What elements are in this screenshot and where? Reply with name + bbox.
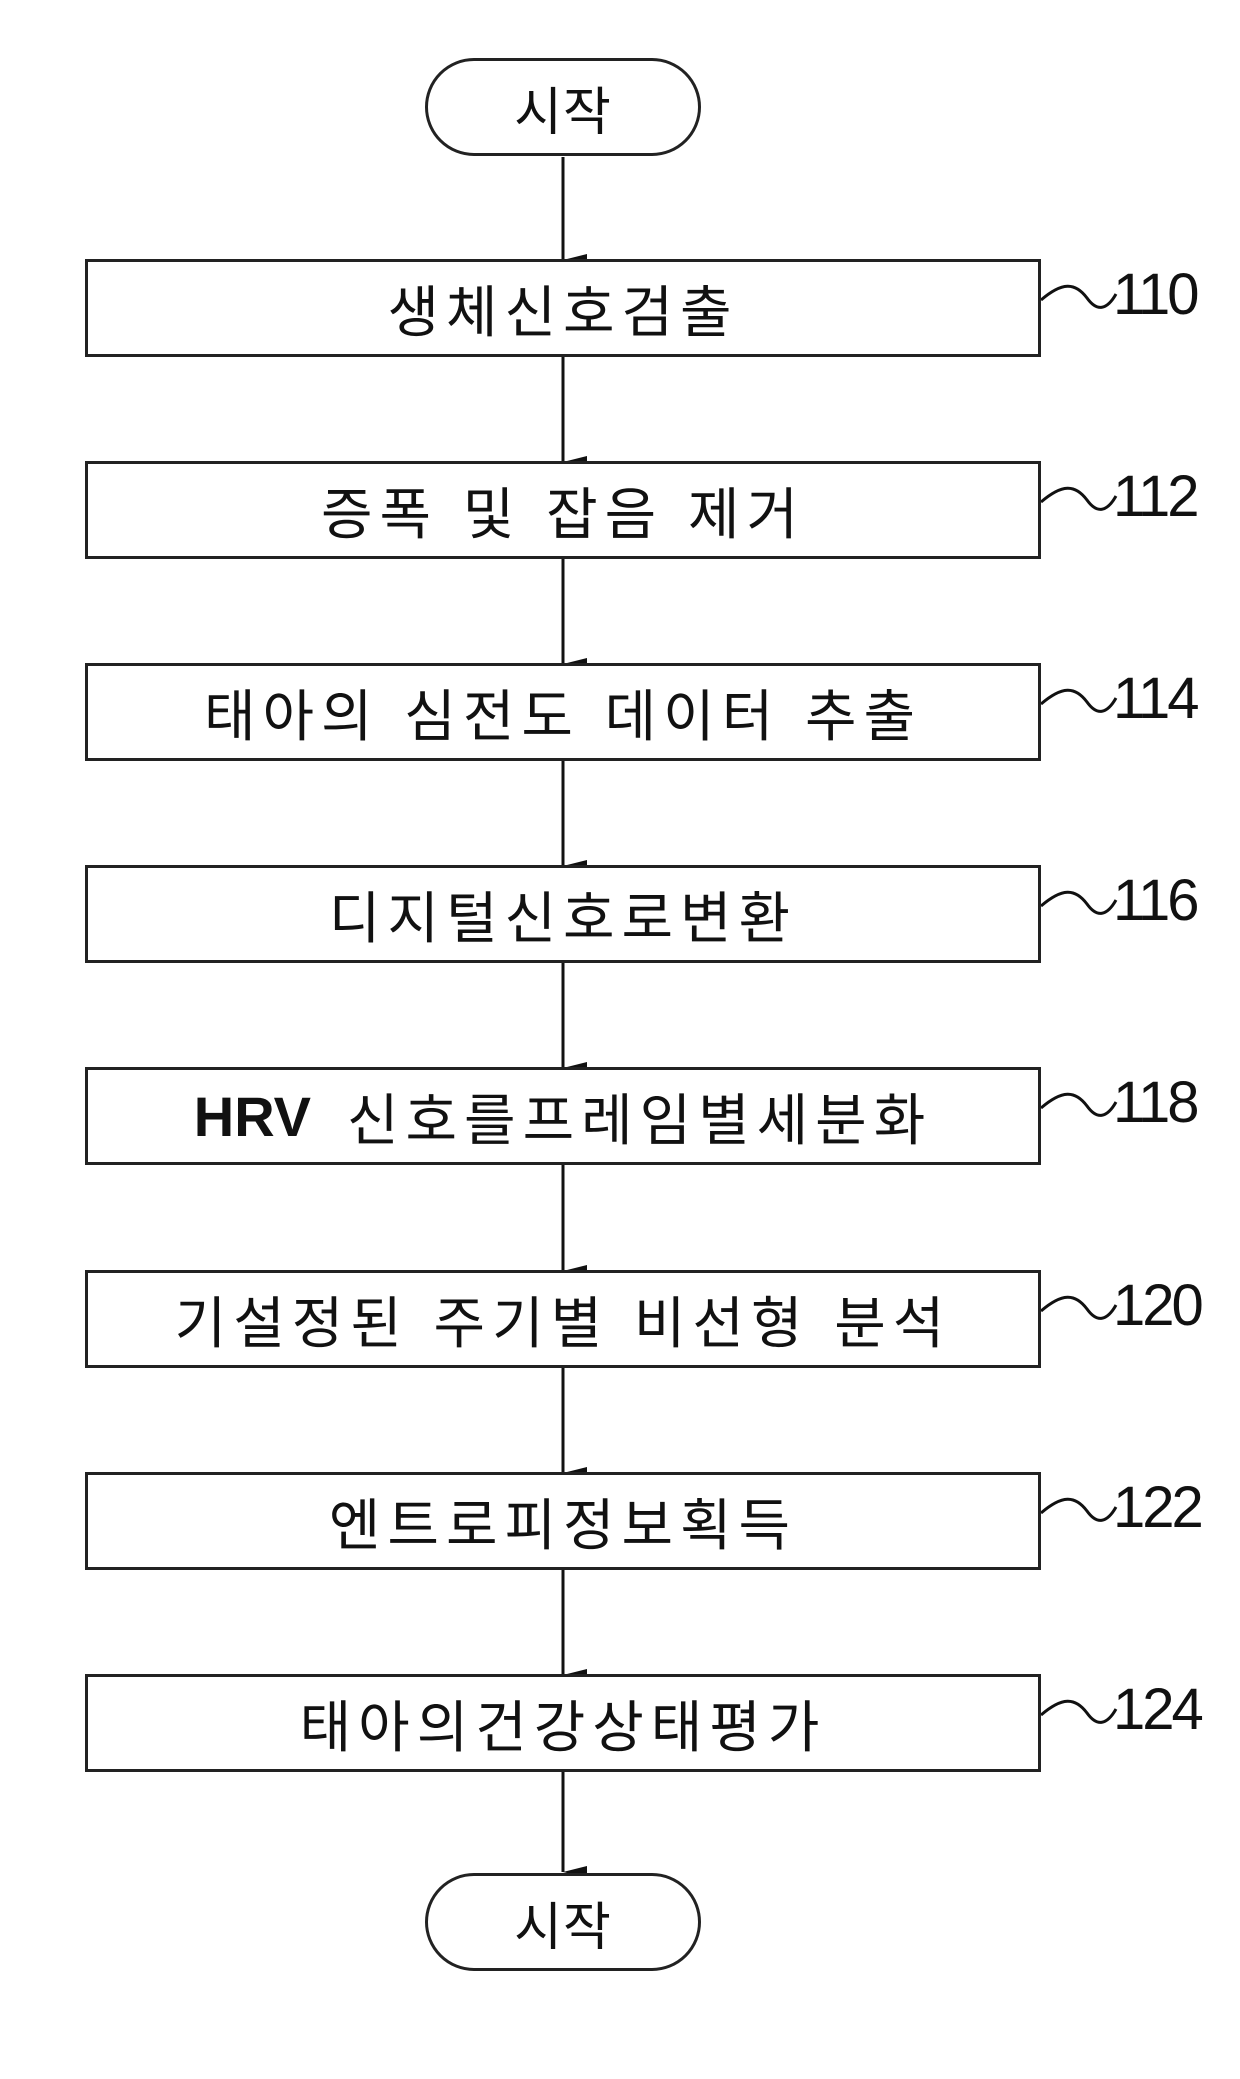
leader-line-124: [1041, 1701, 1116, 1722]
ref-120: 120: [1113, 1277, 1201, 1335]
leader-line-114: [1041, 690, 1116, 711]
leader-line-112: [1041, 488, 1116, 509]
step-116-label: 디지털신호로변환: [329, 874, 797, 955]
start-label: 시작: [514, 70, 612, 145]
step-110-box: 생체신호검출: [85, 259, 1041, 357]
step-124-label: 태아의건강상태평가: [300, 1683, 827, 1764]
leader-line-118: [1041, 1094, 1116, 1115]
ref-114: 114: [1113, 670, 1196, 728]
ref-112: 112: [1113, 468, 1196, 526]
step-122-box: 엔트로피정보획득: [85, 1472, 1041, 1570]
end-label: 시작: [514, 1885, 612, 1960]
step-118-label: 신호를프레임별세분화: [347, 1076, 932, 1157]
step-116-box: 디지털신호로변환: [85, 865, 1041, 963]
step-122-label: 엔트로피정보획득: [329, 1481, 797, 1562]
step-114-box: 태아의 심전도 데이터 추출: [85, 663, 1041, 761]
ref-116: 116: [1113, 872, 1196, 930]
step-112-label: 증폭 및 잡음 제거: [321, 470, 805, 551]
ref-124: 124: [1113, 1681, 1201, 1739]
step-118-box: HRV 신호를프레임별세분화: [85, 1067, 1041, 1165]
ref-118: 118: [1113, 1074, 1196, 1132]
leader-line-116: [1041, 892, 1116, 913]
step-120-label: 기설정된 주기별 비선형 분석: [175, 1279, 952, 1360]
ref-110: 110: [1113, 266, 1196, 324]
step-118-prefix: HRV: [194, 1084, 311, 1149]
start-terminal: 시작: [425, 58, 701, 156]
step-112-box: 증폭 및 잡음 제거: [85, 461, 1041, 559]
end-terminal: 시작: [425, 1873, 701, 1971]
leader-line-120: [1041, 1297, 1116, 1318]
ref-122: 122: [1113, 1479, 1201, 1537]
step-120-box: 기설정된 주기별 비선형 분석: [85, 1270, 1041, 1368]
leader-line-122: [1041, 1499, 1116, 1520]
step-124-box: 태아의건강상태평가: [85, 1674, 1041, 1772]
step-114-label: 태아의 심전도 데이터 추출: [204, 672, 922, 753]
step-110-label: 생체신호검출: [387, 268, 738, 349]
leader-line-110: [1041, 286, 1116, 307]
